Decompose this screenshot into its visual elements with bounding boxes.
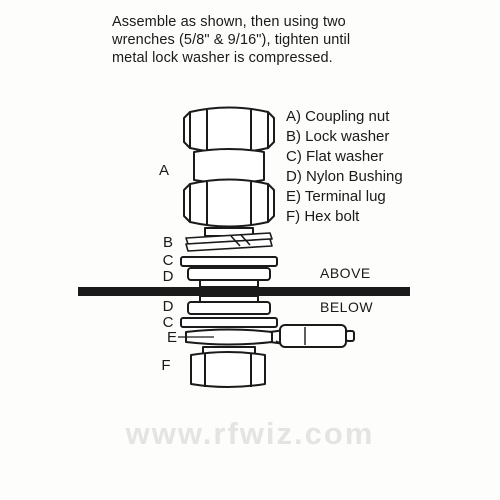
instruction-line-3: metal lock washer is compressed. [112,50,333,66]
nylon-bushing-bottom [187,295,271,315]
hex-bolt-head [190,351,266,388]
label-f: F [161,357,171,374]
wire-connector [279,324,355,348]
label-below: BELOW [320,299,374,315]
label-a: A [158,162,169,179]
label-b: B [162,234,173,251]
legend-hex-bolt: F) Hex bolt [286,208,360,225]
instruction-line-1: Assemble as shown, then using two [112,14,346,30]
legend-lock-washer: B) Lock washer [286,128,390,145]
lock-washer [185,232,273,252]
coupling-nut-upper-hex [183,106,275,154]
label-above: ABOVE [320,265,371,281]
label-c-bottom: C [162,314,174,331]
label-d-bottom: D [162,298,174,315]
legend-flat-washer: C) Flat washer [286,148,384,165]
flat-washer-top [180,256,278,267]
label-e: E [166,329,177,346]
label-c-top: C [162,252,174,269]
legend-coupling-nut: A) Coupling nut [286,108,390,125]
label-d-top: D [162,268,174,285]
coupling-nut-collar [193,148,265,184]
mounting-surface [78,287,410,296]
legend-nylon-bushing: D) Nylon Bushing [286,168,403,185]
coupling-nut-lower-hex [183,178,275,228]
watermark: www.rfwiz.com [125,416,375,451]
nylon-bushing-top [187,267,271,288]
instruction-line-2: wrenches (5/8" & 9/16"), tighten until [112,32,351,48]
legend-terminal-lug: E) Terminal lug [286,188,386,205]
flat-washer-bottom [180,317,278,328]
